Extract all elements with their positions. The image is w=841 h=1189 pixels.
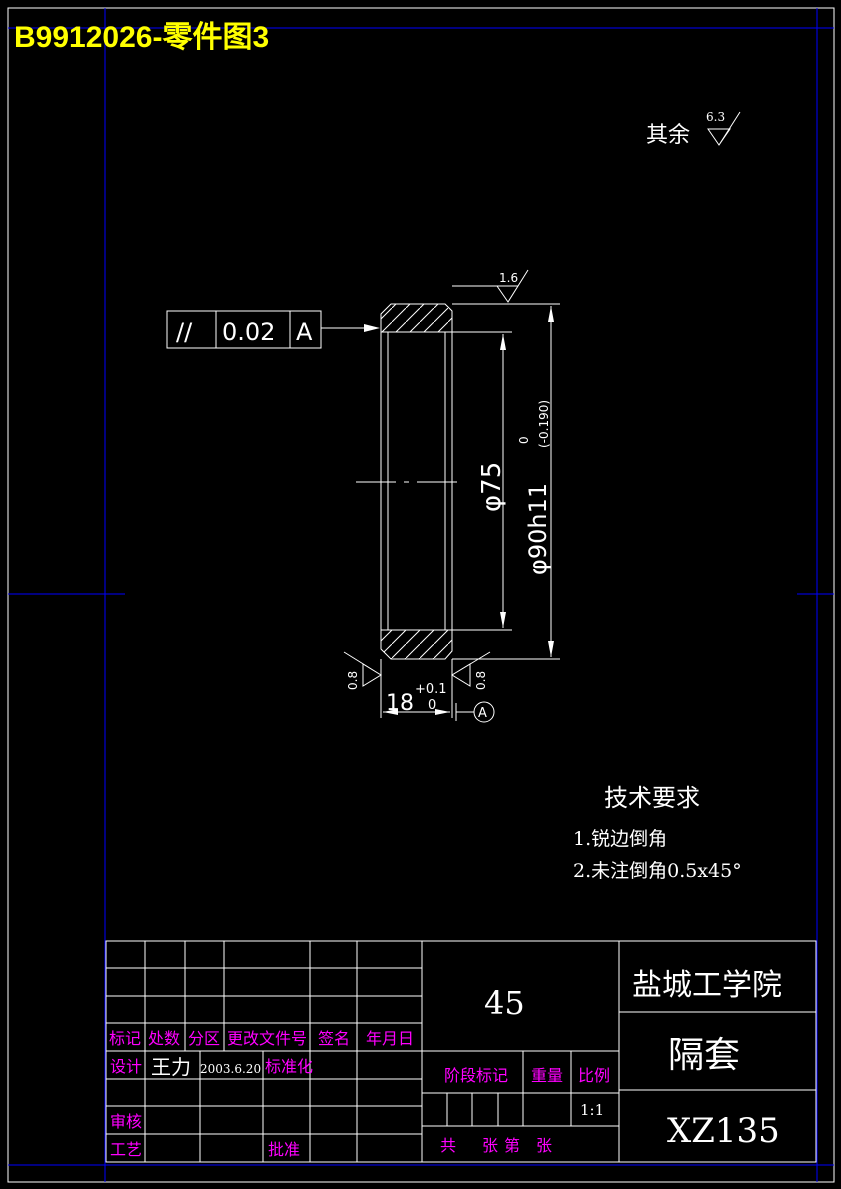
tb-weight-label: 重量	[531, 1066, 563, 1085]
roughness-left: 0.8	[343, 651, 382, 690]
roughness-top-value: 1.6	[499, 271, 518, 285]
tb-design-date: 2003.6.20	[200, 1062, 261, 1076]
roughness-right-value: 0.8	[474, 671, 488, 690]
tb-part-name: 隔套	[668, 1035, 740, 1076]
tolerance-value: 0.02	[222, 318, 275, 346]
tb-scale-label: 比例	[578, 1066, 610, 1085]
tb-approve-label: 批准	[268, 1140, 300, 1159]
part-section-view	[356, 303, 462, 660]
roughness-rest-label: 其余	[646, 123, 690, 148]
roughness-top: 1.6	[452, 269, 529, 303]
tb-header-zone: 分区	[188, 1029, 220, 1048]
tb-standard-label: 标准化	[265, 1057, 313, 1076]
tech-requirement-1: 1.锐边倒角	[573, 828, 667, 850]
tb-header-signature: 签名	[318, 1029, 350, 1048]
tb-header-mark: 标记	[109, 1029, 141, 1048]
hatch-top	[380, 303, 453, 333]
hatch-bottom	[380, 629, 453, 660]
outer-diameter-label: φ90h11	[524, 483, 552, 575]
tb-header-change-doc: 更改文件号	[227, 1029, 307, 1048]
roughness-right: 0.8	[451, 651, 491, 690]
tech-requirements: 技术要求 1.锐边倒角 2.未注倒角0.5x45°	[573, 784, 742, 882]
roughness-rest-symbol	[707, 111, 741, 146]
tb-school: 盐城工学院	[632, 968, 782, 1003]
dimension-inner-diameter: φ75	[452, 331, 512, 631]
tb-sheet-no-label: 第	[504, 1136, 520, 1155]
width-lower-dev: 0	[428, 698, 436, 713]
inner-diameter-label: φ75	[477, 462, 507, 512]
dimension-outer-diameter: φ90h11 0 (-0.190)	[452, 303, 560, 660]
tb-designer: 王力	[151, 1055, 191, 1079]
tb-header-date: 年月日	[366, 1029, 414, 1048]
tb-review-label: 审核	[110, 1112, 142, 1131]
tb-scale: 1:1	[580, 1101, 604, 1119]
tb-material: 45	[484, 984, 525, 1022]
tb-total-label: 共	[440, 1136, 456, 1155]
outer-diameter-upper-dev: 0	[517, 436, 531, 444]
roughness-left-value: 0.8	[346, 671, 360, 690]
tb-process-label: 工艺	[110, 1140, 142, 1159]
roughness-rest-value: 6.3	[706, 110, 725, 124]
tb-stage-label: 阶段标记	[444, 1066, 508, 1085]
tolerance-frame: // 0.02 A	[166, 310, 380, 349]
width-label: 18	[386, 691, 414, 716]
width-upper-dev: +0.1	[415, 682, 447, 697]
datum-label: A	[478, 706, 487, 721]
tolerance-symbol: //	[176, 318, 193, 346]
tb-sheets-label: 张	[482, 1136, 498, 1155]
dimension-width: 18 +0.1 0 A	[380, 659, 495, 723]
tech-requirements-heading: 技术要求	[604, 784, 700, 812]
drawing-frame	[7, 7, 835, 1183]
tolerance-datum: A	[296, 318, 313, 346]
tb-header-count: 处数	[148, 1029, 180, 1048]
outer-diameter-lower-dev: (-0.190)	[537, 400, 551, 448]
tb-design-label: 设计	[110, 1057, 142, 1076]
title-block: 标记 处数 分区 更改文件号 签名 年月日 设计 王力 2003.6.20 标准…	[105, 940, 817, 1163]
tb-drawing-no: XZ135	[667, 1111, 780, 1151]
tb-sheet-label: 张	[536, 1136, 552, 1155]
roughness-rest: 其余 6.3	[646, 110, 741, 148]
drawing-title: B9912026-零件图3	[14, 21, 269, 54]
tech-requirement-2: 2.未注倒角0.5x45°	[573, 860, 742, 882]
